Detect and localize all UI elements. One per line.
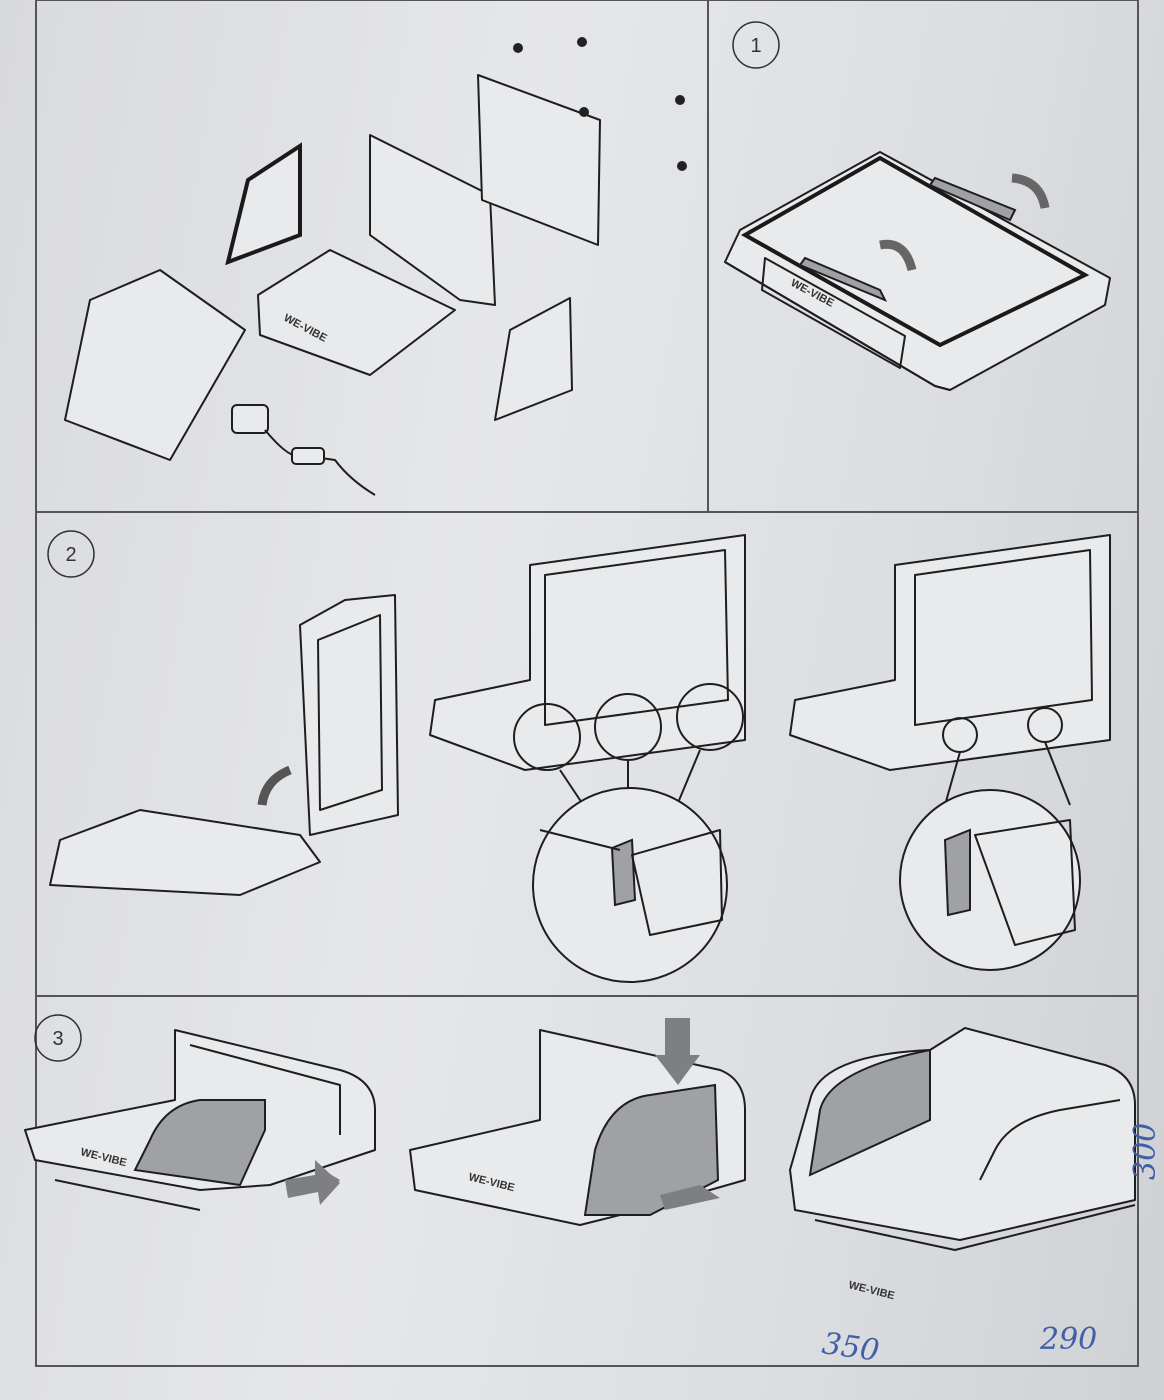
panel-grid bbox=[35, 0, 1139, 1367]
switch bbox=[291, 447, 325, 465]
logo-box bbox=[761, 257, 906, 369]
step-badge-2: 2 bbox=[47, 530, 95, 578]
step3-illustration bbox=[24, 1018, 1136, 1251]
svg-text:3: 3 bbox=[52, 1028, 63, 1050]
handwritten-depth: 290 bbox=[1040, 1322, 1098, 1357]
svg-text:1: 1 bbox=[750, 35, 761, 57]
logo-text: WE-VIBE bbox=[847, 1279, 896, 1302]
step1-illustration bbox=[724, 151, 1111, 391]
back-plate bbox=[477, 74, 601, 246]
step-badge-1: 1 bbox=[732, 21, 780, 69]
handwritten-height: 300 bbox=[1128, 1122, 1163, 1180]
base bbox=[257, 249, 456, 376]
exploded-view bbox=[64, 37, 687, 496]
screws bbox=[513, 37, 687, 171]
right-side-panel bbox=[494, 297, 573, 421]
step2-illustration bbox=[49, 534, 1111, 983]
back-frame bbox=[369, 134, 496, 306]
left-side-panel bbox=[227, 145, 301, 263]
step-badge-3: 3 bbox=[34, 1014, 82, 1062]
curved-cover-part bbox=[64, 269, 246, 461]
power-adapter bbox=[231, 404, 269, 434]
svg-text:2: 2 bbox=[65, 544, 76, 566]
